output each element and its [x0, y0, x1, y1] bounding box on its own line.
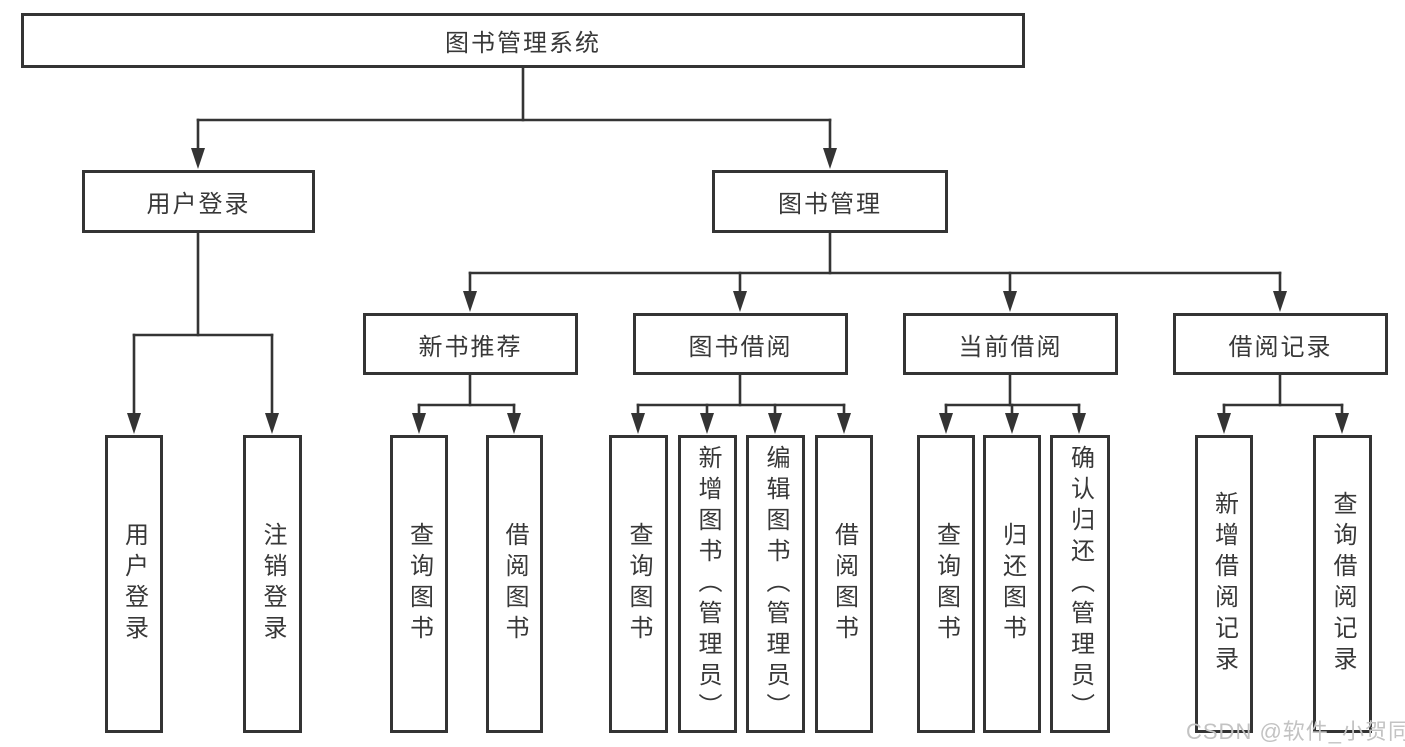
node-user-login: 用户登录	[82, 170, 315, 233]
leaf-br-add-record: 新增借阅记录	[1195, 435, 1253, 733]
leaf-br-query-record: 查询借阅记录	[1313, 435, 1372, 733]
leaf-bb-query-books: 查询图书	[609, 435, 668, 733]
node-book-borrowing: 图书借阅	[633, 313, 848, 375]
leaf-logout: 注销登录	[243, 435, 302, 733]
watermark: CSDN @软件_小贺同学	[1186, 719, 1405, 744]
node-new-book-recommendation: 新书推荐	[363, 313, 578, 375]
leaf-cb-return-books: 归还图书	[983, 435, 1041, 733]
leaf-bb-borrow-books: 借阅图书	[815, 435, 873, 733]
leaf-nbr-query-books: 查询图书	[390, 435, 448, 733]
leaf-user-login: 用户登录	[105, 435, 163, 733]
leaf-cb-confirm-return-admin: 确认归还（管理员）	[1050, 435, 1110, 733]
leaf-bb-edit-books-admin: 编辑图书（管理员）	[746, 435, 805, 733]
leaf-bb-add-books-admin: 新增图书（管理员）	[678, 435, 737, 733]
arrowheads	[127, 148, 1349, 434]
leaf-nbr-borrow-books: 借阅图书	[486, 435, 543, 733]
node-book-management: 图书管理	[712, 170, 948, 233]
leaf-cb-query-books: 查询图书	[917, 435, 975, 733]
node-library-management-system: 图书管理系统	[21, 13, 1025, 68]
node-current-borrowing: 当前借阅	[903, 313, 1118, 375]
node-borrowing-records: 借阅记录	[1173, 313, 1388, 375]
